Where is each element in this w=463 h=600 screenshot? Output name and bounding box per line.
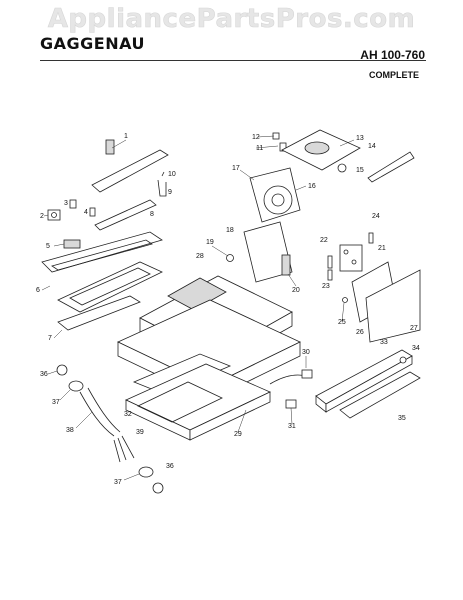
part-1-rail <box>91 139 169 193</box>
brand-logo: GAGGENAU <box>40 34 145 53</box>
part-label-10: 10 <box>168 171 176 178</box>
part-23-pin <box>327 269 333 281</box>
part-label-18: 18 <box>226 227 234 234</box>
part-36-nut-bottom <box>152 482 164 494</box>
part-label-17: 17 <box>232 165 240 172</box>
part-label-32: 32 <box>124 411 132 418</box>
part-3-screw <box>69 199 77 209</box>
part-11-12-screws <box>272 132 287 152</box>
part-label-25: 25 <box>338 319 346 326</box>
part-label-37a: 37 <box>52 399 60 406</box>
part-label-12: 12 <box>252 134 260 141</box>
part-label-9: 9 <box>168 189 172 196</box>
part-38-hose <box>79 387 121 437</box>
part-label-28: 28 <box>196 253 204 260</box>
part-label-23: 23 <box>322 283 330 290</box>
part-13-plate <box>281 129 361 171</box>
part-label-6: 6 <box>36 287 40 294</box>
part-21-switch-plate <box>339 244 363 272</box>
part-22-pin <box>327 255 333 269</box>
part-16-17-blower <box>249 167 301 223</box>
part-label-26: 26 <box>356 329 364 336</box>
part-label-8: 8 <box>150 211 154 218</box>
part-label-36b: 36 <box>166 463 174 470</box>
part-35-faceplate <box>339 371 421 419</box>
part-label-37b: 37 <box>114 479 122 486</box>
part-33-control-panel <box>315 349 413 413</box>
part-31-part <box>285 399 297 409</box>
part-29-tray <box>125 363 271 441</box>
part-9-10-bracket <box>157 171 167 197</box>
part-32-filter <box>137 381 223 423</box>
part-label-31: 31 <box>288 423 296 430</box>
part-19-nut <box>226 254 234 262</box>
part-15-knob <box>337 163 347 173</box>
part-label-7: 7 <box>48 335 52 342</box>
part-label-34: 34 <box>412 345 420 352</box>
part-37-fitting-top <box>68 380 84 392</box>
watermark: AppliancePartsPros.com <box>47 4 416 35</box>
part-14-bracket <box>367 151 415 183</box>
part-34-knob <box>399 356 407 364</box>
part-4-screw <box>89 207 96 217</box>
part-8-strip <box>94 199 157 231</box>
part-label-5: 5 <box>46 243 50 250</box>
part-18-board <box>243 221 293 283</box>
part-label-27: 27 <box>410 325 418 332</box>
part-label-36a: 36 <box>40 371 48 378</box>
part-27-back-panel <box>365 269 421 343</box>
diagram-subtitle: COMPLETE <box>368 70 419 80</box>
part-label-29: 29 <box>234 431 242 438</box>
part-label-13: 13 <box>356 135 364 142</box>
part-7-gasket <box>57 295 141 331</box>
part-25-screw <box>342 297 348 303</box>
part-frame <box>57 261 163 313</box>
part-2-clip <box>47 209 61 221</box>
part-label-14: 14 <box>368 143 376 150</box>
part-label-35: 35 <box>398 415 406 422</box>
part-label-16: 16 <box>308 183 316 190</box>
part-label-38: 38 <box>66 427 74 434</box>
model-number: AH 100-760 <box>360 48 425 62</box>
part-label-24: 24 <box>372 213 380 220</box>
part-label-4: 4 <box>84 209 88 216</box>
part-label-21: 21 <box>378 245 386 252</box>
part-label-30: 30 <box>302 349 310 356</box>
part-39-wires <box>113 435 135 463</box>
part-label-2: 2 <box>40 213 44 220</box>
part-label-19: 19 <box>206 239 214 246</box>
header-rule <box>40 60 426 61</box>
leader-lines <box>41 135 355 481</box>
part-37-fitting-bottom <box>138 466 154 478</box>
part-label-15: 15 <box>356 167 364 174</box>
part-5-connector <box>63 239 81 249</box>
part-36-nut-top <box>56 364 68 376</box>
part-24-pin <box>368 232 374 244</box>
part-label-33: 33 <box>380 339 388 346</box>
part-label-20: 20 <box>292 287 300 294</box>
part-label-39: 39 <box>136 429 144 436</box>
part-label-3: 3 <box>64 200 68 207</box>
part-label-11: 11 <box>256 145 263 152</box>
part-20-capacitor <box>281 254 291 276</box>
part-label-1: 1 <box>124 133 128 140</box>
part-label-22: 22 <box>320 237 328 244</box>
